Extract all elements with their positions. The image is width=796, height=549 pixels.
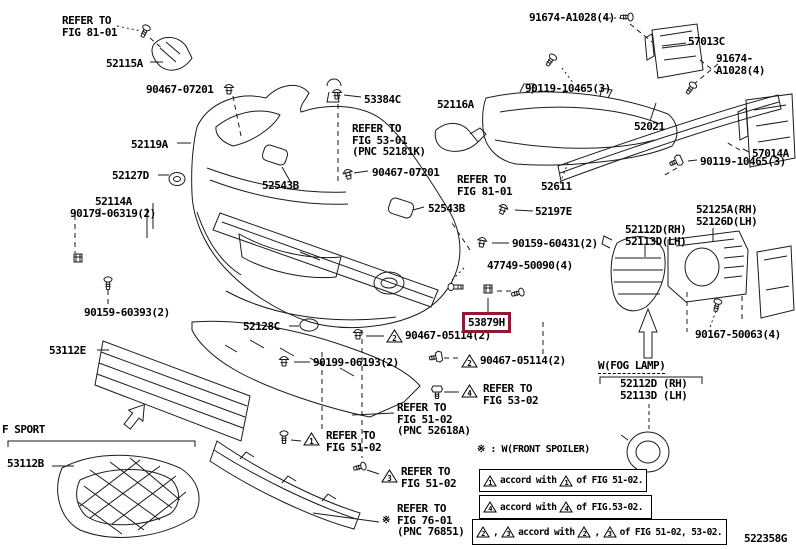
energy-absorber-drawing [482, 83, 678, 166]
legend-triangle-icon: 4 [559, 501, 574, 513]
part-label-52128C[interactable]: 52128C [243, 320, 280, 333]
legend-text: , [594, 526, 600, 538]
part-label-53384C[interactable]: 53384C [364, 93, 401, 106]
bumper-extension-bracket-drawing [99, 203, 439, 308]
legend-text: accord with [500, 501, 557, 513]
part-label-90159-60393[interactable]: 90159-60393(2) [84, 306, 170, 319]
bumper-reinforcement-drawing [557, 23, 796, 182]
ref-fig-81-01-mid: REFER TO FIG 81-01 [456, 173, 514, 198]
part-label-52119A[interactable]: 52119A [131, 138, 168, 151]
legend-text: of FIG 51-02, 53-02. [619, 526, 723, 538]
front-spoiler-drawing [209, 440, 361, 530]
part-label-90199-06193[interactable]: 90199-06193(2) [313, 356, 399, 369]
part-label-53112B[interactable]: 53112B [7, 457, 44, 470]
part-label-90167-50063[interactable]: 90167-50063(4) [695, 328, 781, 341]
legend-triangle-icon: 3 [602, 526, 617, 538]
legend-text: of FIG 51-02. [576, 475, 643, 486]
part-label-53112E[interactable]: 53112E [49, 344, 86, 357]
bumper-cover-drawing [191, 84, 461, 329]
part-label-90467-05114-2[interactable]: 90467-05114(2) [480, 354, 566, 367]
star-symbol: ※ [382, 515, 391, 526]
foglamp-bracket [599, 376, 703, 384]
legend-text: of FIG.53-02. [576, 501, 643, 513]
ref-fig-51-02-a: REFER TO FIG 51-02 [326, 429, 382, 454]
legend-row-2: 4 accord with 4 of FIG.53-02. [479, 495, 652, 519]
part-label-52127D[interactable]: 52127D [112, 169, 149, 182]
legend-row-3: 2 , 3 accord with 2 , 3 of FIG 51-02, 53… [472, 519, 727, 545]
leader-lines [52, 17, 750, 523]
legend-triangle-icon: 1 [559, 474, 574, 487]
part-label-52543B-left[interactable]: 52543B [262, 179, 299, 192]
part-label-57014A[interactable]: 57014A [752, 147, 789, 160]
part-label-52197E[interactable]: 52197E [535, 205, 572, 218]
foglamp-heading: W(FOG LAMP) [598, 359, 666, 374]
legend-triangle-icon: 3 [501, 526, 516, 538]
ref-fig-53-01: REFER TO FIG 53-01 (PNC 52181K) [352, 122, 426, 158]
part-label-90467-07201-top[interactable]: 90467-07201 [146, 83, 214, 96]
fsport-grille-drawing [57, 454, 200, 538]
part-label-90467-05114-1[interactable]: 90467-05114(2) [405, 329, 491, 342]
triangle-marker-2a: 2 [386, 329, 403, 343]
part-label-52125A-52126D[interactable]: 52125A(RH) 52126D(LH) [696, 203, 758, 228]
up-arrow-foglamp [638, 307, 658, 359]
under-cover-drawing [191, 318, 421, 418]
part-label-47749-50090[interactable]: 47749-50090(4) [487, 259, 573, 272]
fsport-heading: F SPORT [2, 423, 45, 436]
drawing-number: 522358G [744, 532, 787, 545]
part-label-52112D-52113D-fog[interactable]: 52112D (RH) 52113D (LH) [620, 377, 688, 402]
legend-text: accord with [518, 526, 575, 538]
part-label-91674-A1028-right[interactable]: 91674-A1028(4) [716, 52, 765, 77]
ref-fig-51-02-pnc: REFER TO FIG 51-02 (PNC 52618A) [397, 401, 471, 437]
highlighted-part-53879H[interactable]: 53879H [462, 312, 511, 333]
ref-fig-81-01-top: REFER TO FIG 81-01 [62, 14, 118, 39]
ref-fig-53-02: REFER TO FIG 53-02 [483, 382, 539, 407]
legend-text: , [493, 526, 499, 538]
triangle-marker-2b: 2 [461, 354, 478, 368]
foglamp-cover-drawing [601, 235, 666, 312]
legend-triangle-icon: 4 [483, 501, 497, 513]
part-label-52021[interactable]: 52021 [634, 120, 665, 133]
legend-text: accord with [500, 475, 557, 486]
up-arrow-fsport [123, 403, 145, 430]
triangle-marker-1: 1 [303, 432, 320, 446]
ref-fig-51-02-b: REFER TO FIG 51-02 [401, 465, 457, 490]
part-label-90467-07201-mid[interactable]: 90467-07201 [372, 166, 440, 179]
legend-row-1: 1 accord with 1 of FIG 51-02. [479, 469, 647, 492]
part-label-52112D-52113D[interactable]: 52112D(RH) 52113D(LH) [625, 223, 687, 248]
spoiler-note: ※ : W(FRONT SPOILER) [477, 444, 590, 455]
triangle-marker-4: 4 [461, 384, 478, 398]
lower-grille-drawing [94, 340, 251, 442]
part-label-52116A[interactable]: 52116A [437, 98, 474, 111]
foglamp-bezel-drawing [667, 230, 795, 332]
part-label-52114A[interactable]: 52114A [95, 195, 132, 208]
part-label-52115A[interactable]: 52115A [106, 57, 143, 70]
part-label-90119-10465-right[interactable]: 90119-10465(3) [700, 155, 786, 168]
fsport-bracket [7, 440, 196, 447]
triangle-marker-3: 3 [381, 469, 398, 483]
part-label-90159-60431[interactable]: 90159-60431(2) [512, 237, 598, 250]
ref-fig-76-01: REFER TO FIG 76-01 (PNC 76851) [397, 502, 465, 538]
part-label-90119-10465-left[interactable]: 90119-10465(3) [525, 82, 611, 95]
legend-triangle-icon: 2 [577, 526, 592, 538]
fog-round-bezel-drawing [620, 404, 670, 473]
legend-triangle-icon: 1 [483, 474, 497, 487]
part-label-52543B-right[interactable]: 52543B [428, 202, 465, 215]
legend-triangle-icon: 2 [476, 526, 490, 538]
part-label-57013C[interactable]: 57013C [688, 35, 725, 48]
part-label-52611[interactable]: 52611 [541, 180, 572, 193]
part-label-91674-A1028-top[interactable]: 91674-A1028(4) [529, 11, 615, 24]
part-label-90179-06319[interactable]: 90179-06319(2) [70, 207, 156, 220]
side-support-drawings [151, 37, 487, 219]
